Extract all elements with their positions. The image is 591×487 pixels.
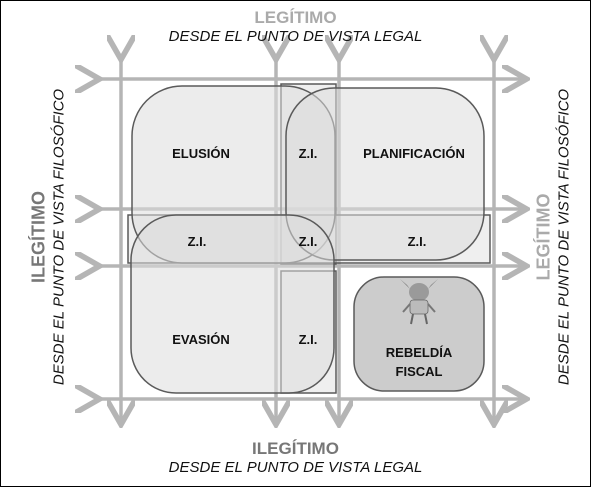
label-evasion: EVASIÓN bbox=[172, 332, 230, 347]
label-zi-right: Z.I. bbox=[408, 234, 427, 249]
right-axis-title: LEGÍTIMO bbox=[533, 193, 554, 281]
top-axis-subtitle: DESDE EL PUNTO DE VISTA LEGAL bbox=[168, 28, 423, 45]
region-evasion bbox=[130, 214, 335, 394]
label-elusion: ELUSIÓN bbox=[172, 146, 230, 161]
goblin-figure bbox=[400, 279, 438, 325]
label-zi-center: Z.I. bbox=[299, 234, 318, 249]
label-zi-bottom: Z.I. bbox=[299, 332, 318, 347]
label-rebeldia-line2: FISCAL bbox=[396, 364, 443, 379]
label-zi-top: Z.I. bbox=[299, 146, 318, 161]
left-axis-subtitle: DESDE EL PUNTO DE VISTA FILOSÓFICO bbox=[50, 88, 68, 386]
top-axis-title: LEGÍTIMO bbox=[254, 8, 337, 27]
bottom-axis-title: ILEGÍTIMO bbox=[252, 439, 339, 458]
right-axis-subtitle: DESDE EL PUNTO DE VISTA FILOSÓFICO bbox=[555, 88, 573, 386]
region-rebeldia bbox=[353, 276, 485, 392]
label-planificacion: PLANIFICACIÓN bbox=[363, 146, 465, 161]
left-axis-title: ILEGÍTIMO bbox=[28, 191, 49, 283]
label-zi-left: Z.I. bbox=[188, 234, 207, 249]
region-planificacion bbox=[285, 87, 485, 261]
label-rebeldia-line1: REBELDÍA bbox=[386, 345, 453, 360]
bottom-axis-subtitle: DESDE EL PUNTO DE VISTA LEGAL bbox=[168, 459, 423, 476]
